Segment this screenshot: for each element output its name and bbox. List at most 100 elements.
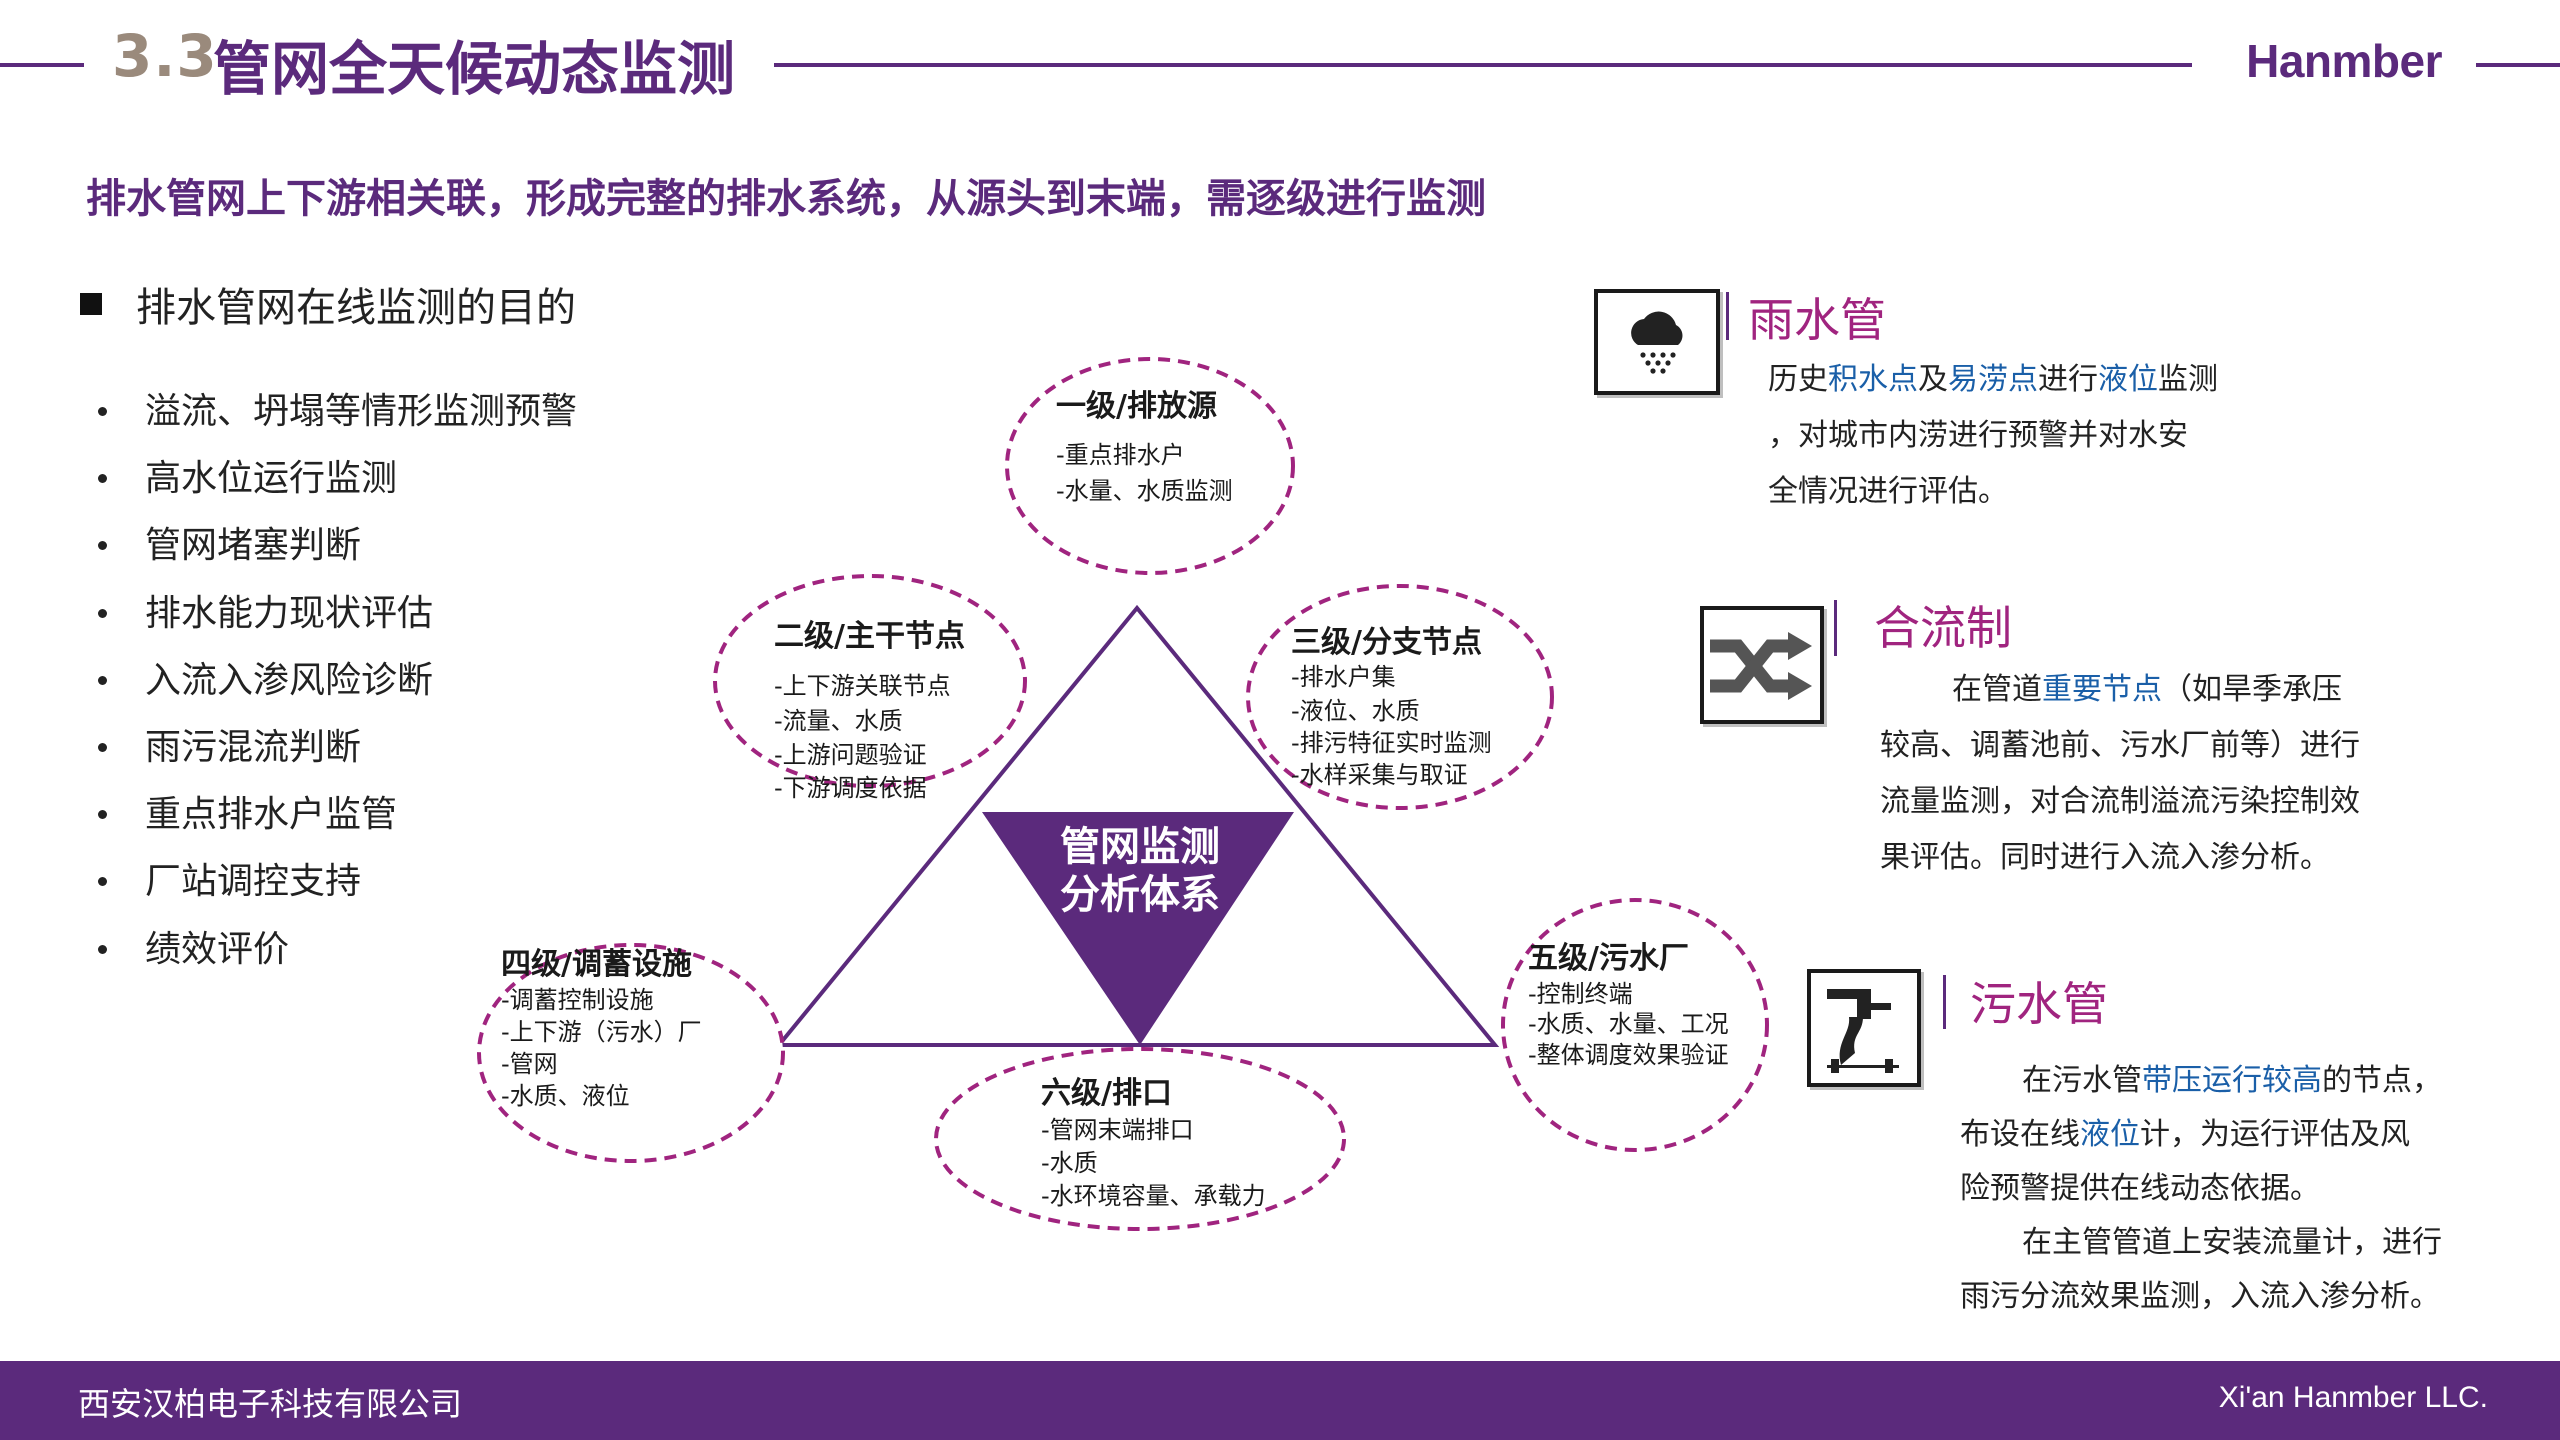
text-line: 在主管管道上安装流量计，进行 <box>1960 1216 2442 1270</box>
text-line: 布设在线液位计，为运行评估及风 <box>1960 1108 2442 1162</box>
highlight-text: 重要节点 <box>2042 672 2162 707</box>
page-title: 管网全天候动态监测 <box>213 35 736 103</box>
dash-mark: - <box>774 672 783 700</box>
text-line: 较高、调蓄池前、污水厂前等）进行 <box>1880 718 2360 774</box>
brand-logo-text: Hanmber <box>2246 35 2442 87</box>
node-title: 四级/调蓄设施 <box>501 947 692 982</box>
node-item-text: 水样采集与取证 <box>1300 761 1468 789</box>
node-item-text: 水质 <box>1050 1149 1098 1177</box>
dash-mark: - <box>1041 1116 1050 1144</box>
highlight-text: 积水点 <box>1828 362 1918 397</box>
text-run: （如旱季承压 <box>2162 672 2342 707</box>
header-rule-middle <box>774 63 2192 67</box>
text-line: ，对城市内涝进行预警并对水安 <box>1768 408 2218 464</box>
bullet-dot-icon <box>98 810 107 820</box>
dash-mark: - <box>1528 1041 1537 1069</box>
dash-mark: - <box>1056 477 1065 505</box>
node-item-text: 上游问题验证 <box>783 741 927 769</box>
list-item-text: 排水能力现状评估 <box>145 592 434 634</box>
node-item: -水质、液位 <box>501 1082 630 1110</box>
dash-mark: - <box>1056 441 1065 469</box>
text-line: 在污水管带压运行较高的节点， <box>1960 1054 2442 1108</box>
dash-mark: - <box>1528 1010 1537 1038</box>
list-item-text: 高水位运行监测 <box>145 458 398 500</box>
bullet-dot-icon <box>98 743 107 753</box>
node-title: 二级/主干节点 <box>774 619 965 654</box>
node-item: -上下游关联节点 <box>774 672 951 700</box>
dash-mark: - <box>501 1050 510 1078</box>
diagram-node-level-3: 三级/分支节点 -排水户集 -液位、水质 -排污特征实时监测 -水样采集与取证 <box>1246 584 1554 810</box>
dash-mark: - <box>774 707 783 735</box>
node-item-text: 水质、液位 <box>510 1082 630 1110</box>
text-run: ，对城市内涝进行预警并对水安 <box>1768 418 2188 453</box>
section-number: 3.3 <box>112 22 218 90</box>
text-run: 雨污分流效果监测，入流入渗分析。 <box>1960 1279 2440 1314</box>
sewage-pipe-icon <box>1807 969 1921 1087</box>
dash-mark: - <box>774 774 783 802</box>
node-item: -重点排水户 <box>1056 441 1185 469</box>
diagram-node-level-4: 四级/调蓄设施 -调蓄控制设施 -上下游（污水）厂 -管网 -水质、液位 <box>477 943 785 1163</box>
node-title: 一级/排放源 <box>1056 389 1217 424</box>
rain-pipe-description: 历史积水点及易涝点进行液位监测 ，对城市内涝进行预警并对水安 全情况进行评估。 <box>1768 352 2218 520</box>
text-run: 历史 <box>1768 362 1828 397</box>
node-item-text: 排污特征实时监测 <box>1300 729 1492 757</box>
combined-sewer-description: 在管道重要节点（如旱季承压 较高、调蓄池前、污水厂前等）进行 流量监测，对合流制… <box>1880 662 2360 886</box>
diagram-node-level-6: 六级/排口 -管网末端排口 -水质 -水环境容量、承载力 <box>934 1047 1346 1231</box>
text-line: 在管道重要节点（如旱季承压 <box>1880 662 2360 718</box>
list-item: 管网堵塞判断 <box>98 512 577 579</box>
text-run: 监测 <box>2158 362 2218 397</box>
node-item-text: 液位、水质 <box>1300 697 1420 725</box>
diagram-node-level-5: 五级/污水厂 -控制终端 -水质、水量、工况 -整体调度效果验证 <box>1501 898 1769 1152</box>
list-item-text: 入流入渗风险诊断 <box>145 659 434 701</box>
header-rule-right <box>2476 63 2560 67</box>
bullet-dot-icon <box>98 944 107 954</box>
dash-mark: - <box>1528 980 1537 1008</box>
diagram-node-level-1: 一级/排放源 -重点排水户 -水量、水质监测 <box>1005 357 1295 575</box>
section-divider <box>1834 600 1837 656</box>
node-item-text: 水量、水质监测 <box>1065 477 1233 505</box>
shuffle-arrows-icon <box>1700 606 1824 724</box>
text-run: 进行 <box>2038 362 2098 397</box>
node-item: -管网末端排口 <box>1041 1116 1194 1144</box>
outer-triangle <box>774 604 1500 1047</box>
text-run: 布设在线 <box>1960 1117 2080 1152</box>
dash-mark: - <box>1291 729 1300 757</box>
text-line: 历史积水点及易涝点进行液位监测 <box>1768 352 2218 408</box>
bullet-dot-icon <box>98 407 107 417</box>
text-run: 在管道 <box>1952 672 2042 707</box>
footer-bar: 西安汉柏电子科技有限公司 Xi'an Hanmber LLC. <box>0 1361 2560 1440</box>
node-item: -控制终端 <box>1528 980 1633 1008</box>
rain-cloud-icon <box>1594 289 1720 395</box>
highlight-text: 液位 <box>2098 362 2158 397</box>
node-item-text: 整体调度效果验证 <box>1537 1041 1729 1069</box>
footer-company-name: 西安汉柏电子科技有限公司 <box>78 1385 463 1423</box>
text-run: 的节点， <box>2322 1063 2442 1098</box>
node-item: -液位、水质 <box>1291 697 1420 725</box>
node-ellipse <box>1246 584 1554 810</box>
highlight-text: 易涝点 <box>1948 362 2038 397</box>
node-item: -水质 <box>1041 1149 1098 1177</box>
bullet-dot-icon <box>98 608 107 618</box>
sewage-pipe-description: 在污水管带压运行较高的节点， 布设在线液位计，为运行评估及风 险预警提供在线动态… <box>1960 1054 2442 1324</box>
bullet-dot-icon <box>98 675 107 685</box>
node-item: -水样采集与取证 <box>1291 761 1468 789</box>
highlight-text: 带压运行较高 <box>2142 1063 2322 1098</box>
purpose-list: 溢流、坍塌等情形监测预警 高水位运行监测 管网堵塞判断 排水能力现状评估 入流入… <box>98 378 577 983</box>
node-title: 五级/污水厂 <box>1528 941 1689 976</box>
list-item: 重点排水户监管 <box>98 781 577 848</box>
node-item: -下游调度依据 <box>774 774 927 802</box>
text-run: 险预警提供在线动态依据。 <box>1960 1171 2320 1206</box>
list-item-text: 管网堵塞判断 <box>145 525 362 567</box>
node-item: -上下游（污水）厂 <box>501 1018 702 1046</box>
text-run: 全情况进行评估。 <box>1768 474 2008 509</box>
text-run: 较高、调蓄池前、污水厂前等）进行 <box>1880 728 2360 763</box>
node-item-text: 下游调度依据 <box>783 774 927 802</box>
node-item-text: 上下游（污水）厂 <box>510 1018 702 1046</box>
header-rule-left <box>0 63 84 67</box>
node-ellipse <box>934 1047 1346 1231</box>
text-line: 险预警提供在线动态依据。 <box>1960 1162 2442 1216</box>
dash-mark: - <box>774 741 783 769</box>
dash-mark: - <box>501 986 510 1014</box>
node-item: -上游问题验证 <box>774 741 927 769</box>
node-item-text: 重点排水户 <box>1065 441 1185 469</box>
